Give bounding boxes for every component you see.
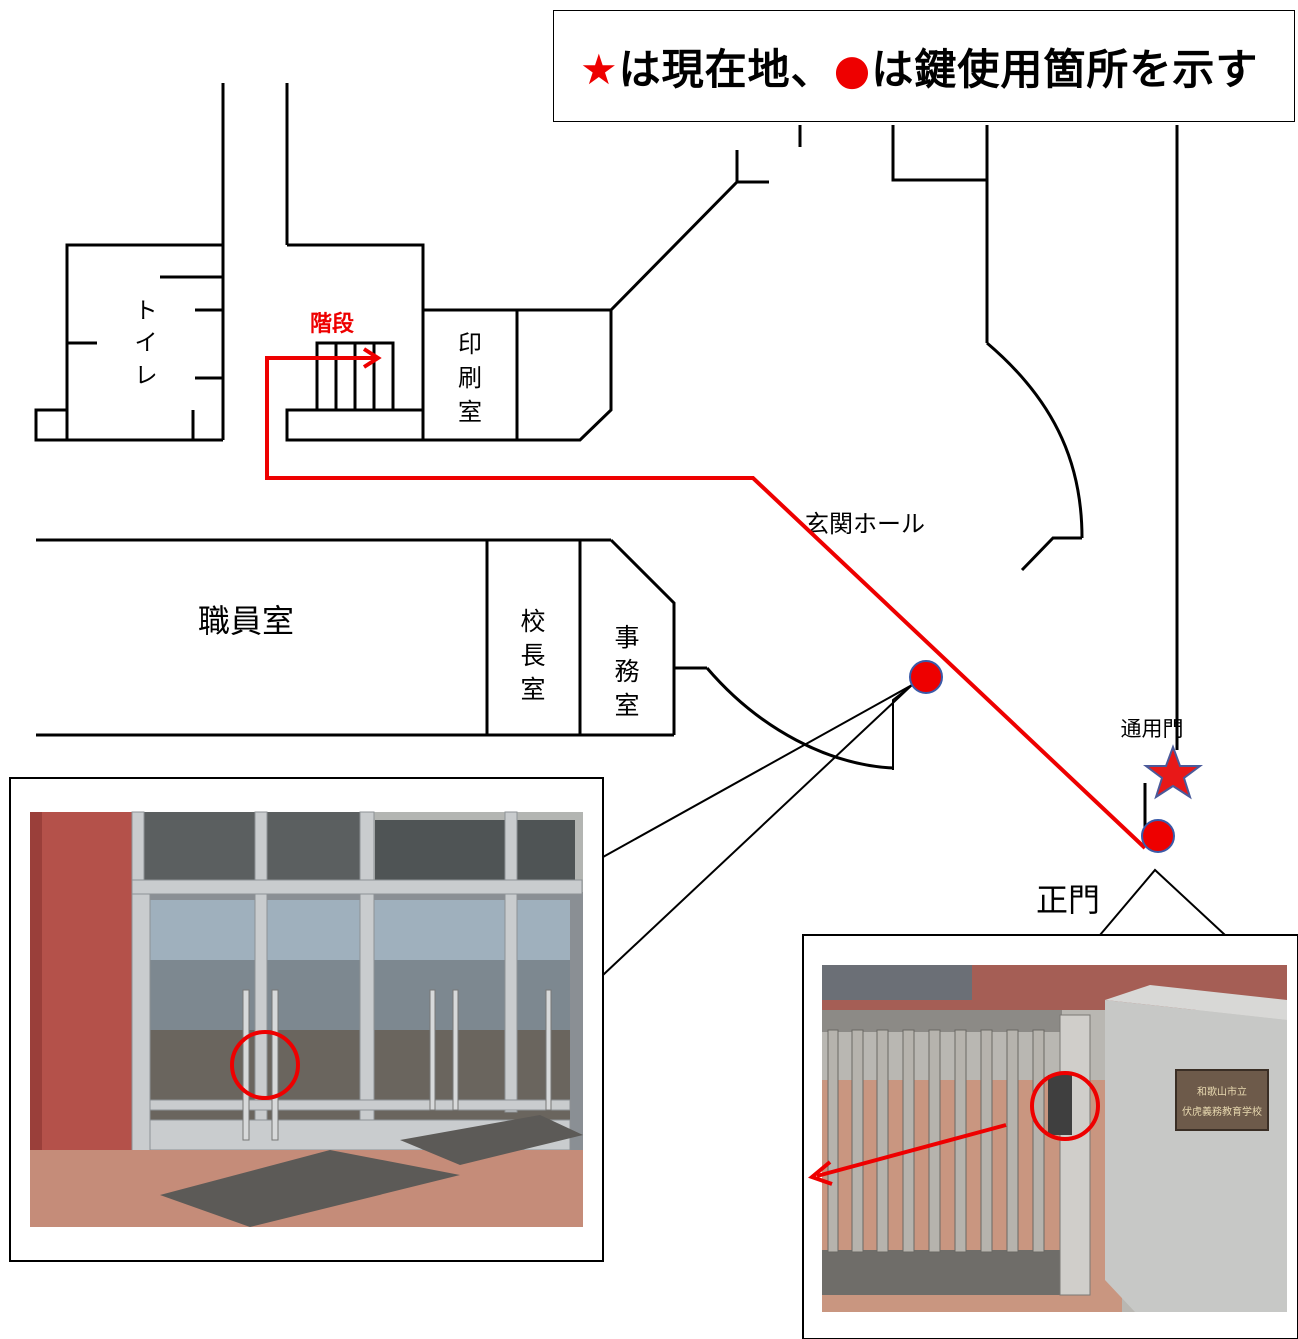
gate-callout-lines <box>1099 868 1226 936</box>
svg-text:刷: 刷 <box>458 364 482 392</box>
svg-text:長: 長 <box>520 641 545 670</box>
svg-text:室: 室 <box>520 675 545 704</box>
svg-text:事: 事 <box>614 623 639 652</box>
route-path <box>265 347 1147 850</box>
side-gate-label: 通用門 <box>1121 717 1184 741</box>
entrance-callout-lines <box>602 684 913 976</box>
svg-text:室: 室 <box>458 398 482 426</box>
entrance-hall-label: 玄関ホール <box>805 510 925 538</box>
office-label: 事 務 室 <box>614 623 639 720</box>
svg-text:室: 室 <box>614 691 639 720</box>
legend-text-part1: は現在地、 <box>618 44 834 94</box>
floor-plan-walls <box>34 83 1179 830</box>
legend-box: ★は現在地、●は鍵使用箇所を示す <box>553 10 1295 122</box>
main-gate-label: 正門 <box>1036 881 1100 919</box>
svg-text:務: 務 <box>614 657 639 686</box>
entrance-key-marker <box>909 660 943 694</box>
legend-text: ★は現在地、●は鍵使用箇所を示す <box>580 36 1258 97</box>
main-gate-photo: 和歌山市立 伏虎義務教育学校 <box>808 965 1287 1312</box>
staff-room-label: 職員室 <box>198 602 294 640</box>
gate-key-marker <box>1141 819 1175 853</box>
legend-dot-symbol: ● <box>833 44 872 94</box>
legend-star-symbol: ★ <box>580 44 619 94</box>
svg-text:レ: レ <box>135 363 158 389</box>
toilet-label: ト イ レ <box>135 298 158 389</box>
svg-text:印: 印 <box>458 330 482 358</box>
svg-text:伏虎義務教育学校: 伏虎義務教育学校 <box>1182 1105 1262 1118</box>
svg-text:和歌山市立: 和歌山市立 <box>1197 1085 1247 1098</box>
entrance-door-photo <box>30 811 583 1227</box>
svg-text:校: 校 <box>520 607 545 636</box>
svg-text:ト: ト <box>135 298 158 324</box>
current-location-star <box>1143 744 1203 800</box>
svg-text:イ: イ <box>135 330 158 356</box>
print-room-label: 印 刷 室 <box>458 330 482 426</box>
principal-room-label: 校 長 室 <box>520 607 545 704</box>
legend-text-part2: は鍵使用箇所を示す <box>871 44 1259 94</box>
stairs-label: 階段 <box>310 311 354 337</box>
